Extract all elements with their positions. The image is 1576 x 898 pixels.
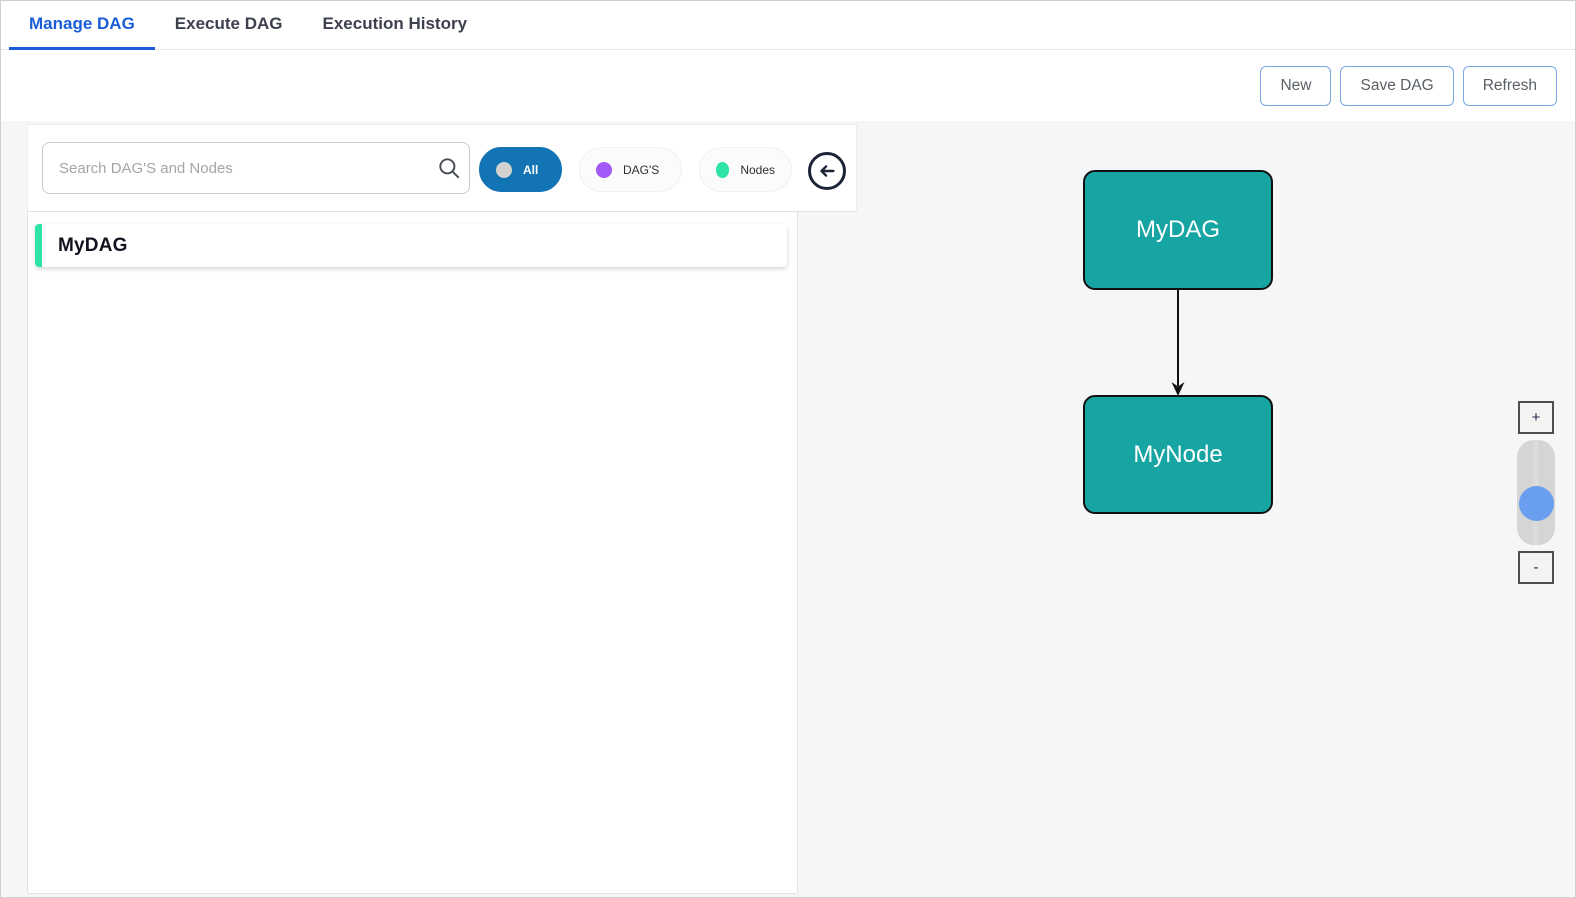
search-box (42, 142, 470, 194)
refresh-button[interactable]: Refresh (1462, 65, 1557, 106)
search-toolbar: All DAG'S Nodes (27, 124, 857, 212)
dag-item-label: MyDAG (58, 234, 128, 256)
action-bar: New Save DAG Refresh (1, 50, 1575, 121)
filter-dags[interactable]: DAG'S (579, 147, 682, 192)
dag-list-panel: MyDAG (27, 212, 798, 894)
filter-all-label: All (523, 162, 539, 177)
filter-all[interactable]: All (479, 147, 562, 192)
collapse-panel-button[interactable] (808, 152, 846, 190)
dag-accent-bar (35, 224, 42, 267)
dag-list-item-mydag[interactable]: MyDAG (35, 224, 787, 267)
main-canvas-area: All DAG'S Nodes MyDAG (1, 121, 1575, 897)
tab-bar: Manage DAG Execute DAG Execution History (1, 1, 1575, 50)
node-mydag-label: MyDAG (1136, 216, 1220, 243)
save-dag-button[interactable]: Save DAG (1340, 65, 1454, 106)
dags-dot-icon (596, 161, 612, 178)
filter-nodes-label: Nodes (740, 162, 775, 177)
graph-node-mynode[interactable]: MyNode (1083, 395, 1273, 514)
nodes-dot-icon (716, 161, 730, 178)
zoom-out-button[interactable]: - (1518, 551, 1554, 584)
zoom-in-button[interactable]: + (1518, 401, 1554, 434)
edge-mydag-to-mynode (1171, 290, 1185, 396)
tab-execute-dag[interactable]: Execute DAG (174, 13, 283, 33)
search-icon[interactable] (429, 155, 469, 181)
zoom-slider-track[interactable] (1517, 440, 1555, 545)
search-input[interactable] (43, 159, 429, 177)
tab-manage-dag[interactable]: Manage DAG (9, 1, 155, 50)
zoom-slider-thumb[interactable] (1518, 486, 1554, 521)
filter-nodes[interactable]: Nodes (699, 147, 792, 192)
arrow-left-icon (820, 165, 835, 177)
node-mynode-label: MyNode (1133, 440, 1223, 468)
all-dot-icon (496, 161, 512, 178)
graph-node-mydag[interactable]: MyDAG (1083, 170, 1273, 290)
new-button[interactable]: New (1260, 65, 1332, 106)
filter-dags-label: DAG'S (623, 162, 660, 177)
tab-execution-history[interactable]: Execution History (322, 13, 468, 33)
